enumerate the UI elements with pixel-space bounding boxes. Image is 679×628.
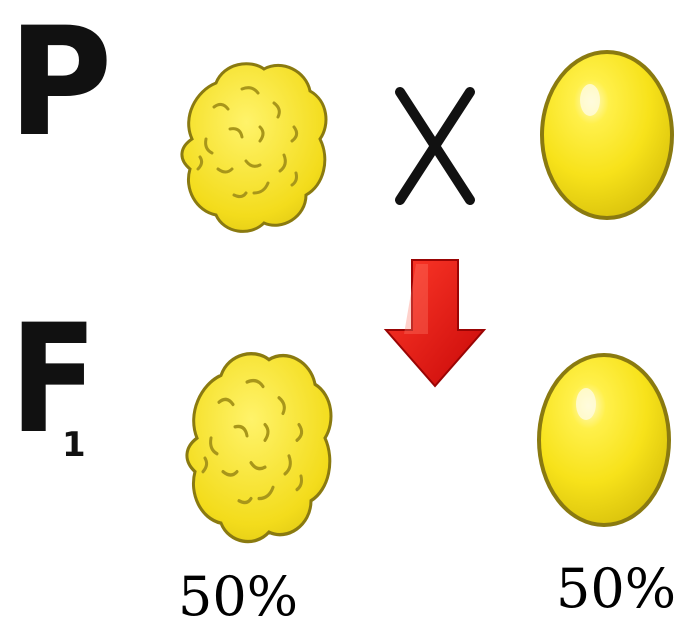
offspring-generation-label: F bbox=[10, 293, 98, 467]
wrinkled-offspring-percent: 50% bbox=[178, 565, 299, 628]
round-offspring-percent: 50% bbox=[556, 557, 677, 620]
arrow-down-icon bbox=[383, 259, 487, 388]
wrinkled-seed-offspring-icon bbox=[185, 352, 333, 544]
round-seed-offspring-icon bbox=[537, 353, 671, 527]
cross-icon bbox=[395, 87, 475, 205]
round-seed-parent-icon bbox=[540, 50, 674, 220]
offspring-generation-subscript: 1 bbox=[62, 425, 86, 465]
parent-generation-label: P bbox=[8, 0, 113, 170]
wrinkled-seed-parent-icon bbox=[180, 62, 328, 233]
